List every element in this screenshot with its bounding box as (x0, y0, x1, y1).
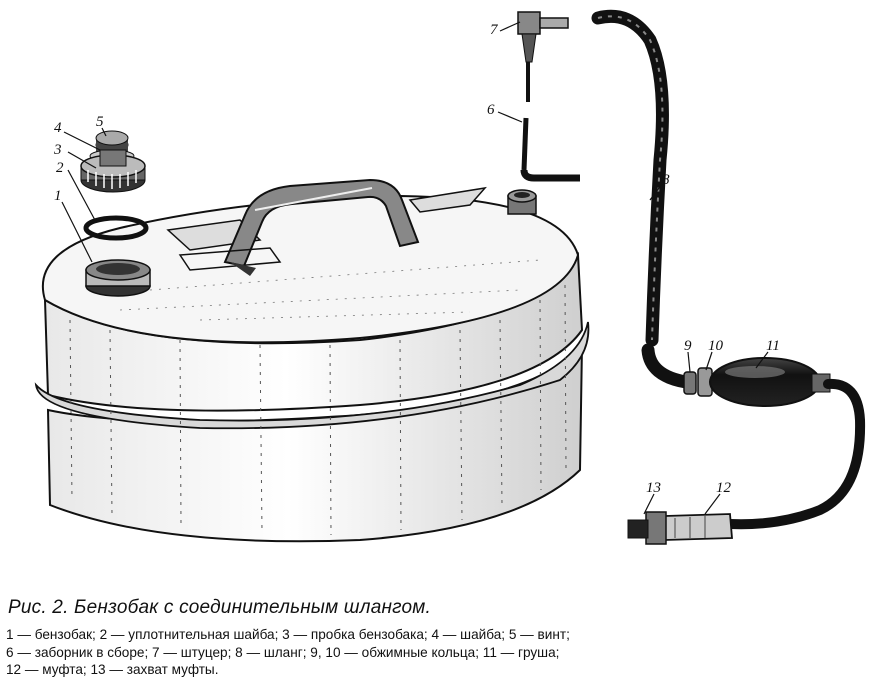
sealing-washer (83, 215, 149, 241)
label-1: 1 (54, 188, 62, 204)
legend-line-3: 12 — муфта; 13 — захват муфты. (6, 662, 219, 677)
tank-handle (178, 178, 420, 276)
primer-bulb (709, 357, 831, 407)
fitting-neck (507, 189, 537, 215)
label-4: 4 (54, 120, 62, 136)
label-5: 5 (96, 114, 104, 130)
label-6: 6 (487, 102, 495, 118)
crimp-rings (683, 367, 713, 397)
label-10: 10 (708, 338, 724, 354)
figure-legend: 1 — бензобак; 2 — уплотнительная шайба; … (6, 626, 868, 679)
fuel-hose (591, 9, 693, 389)
label-13: 13 (646, 480, 661, 496)
leader-lines (61, 21, 769, 515)
label-11: 11 (766, 338, 780, 354)
outlet-hose (725, 378, 866, 530)
fuel-tank-diagram: 1 2 3 4 5 6 7 8 9 10 11 12 13 (34, 9, 866, 545)
intake-assembly (517, 11, 580, 182)
label-8: 8 (662, 172, 670, 188)
legend-line-1: 1 — бензобак; 2 — уплотнительная шайба; … (6, 627, 570, 642)
fuel-tank (34, 178, 590, 543)
filler-neck (85, 259, 151, 297)
label-12: 12 (716, 480, 732, 496)
label-2: 2 (56, 160, 64, 176)
label-3: 3 (53, 142, 62, 158)
tank-cap-assembly (80, 130, 146, 193)
label-7: 7 (490, 22, 499, 38)
label-9: 9 (684, 338, 692, 354)
legend-line-2: 6 — заборник в сборе; 7 — штуцер; 8 — шл… (6, 644, 560, 660)
hose-coupling (627, 511, 733, 545)
figure-caption-title: Рис. 2. Бензобак с соединительным шланго… (8, 597, 431, 618)
